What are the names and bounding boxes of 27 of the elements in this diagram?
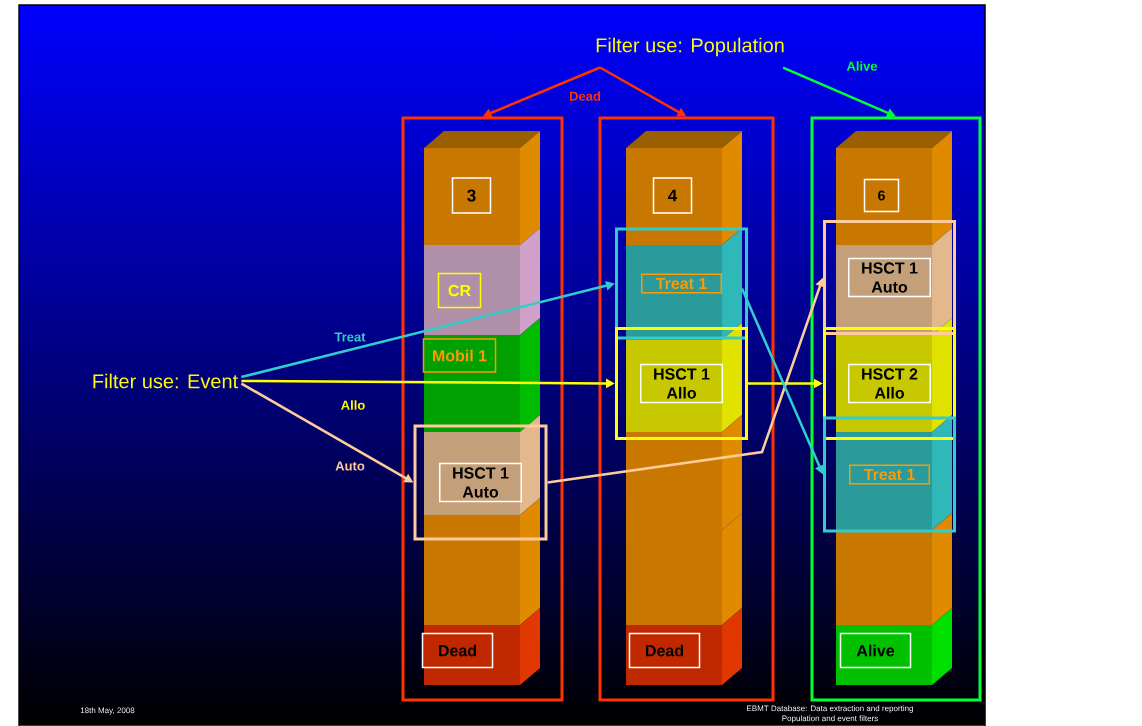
edge-label: Alive (846, 61, 878, 71)
segment-label: Dead (628, 632, 701, 669)
filter-title: Filter use: Event (93, 373, 238, 389)
footer-text: EBMT Database: Data extraction and reporting (747, 705, 913, 713)
highlight-frame: HSCT 1 Allo (615, 327, 748, 440)
segment-label: 3 (451, 177, 492, 214)
segment-label: CR (437, 272, 482, 309)
edge-label: Dead (570, 91, 601, 101)
segment-label: Dead (421, 632, 494, 669)
group-frame (598, 116, 775, 702)
highlight-frame: Treat 1 (615, 227, 748, 340)
segment-label: 4 (652, 177, 693, 214)
segment-label: Alive (839, 632, 912, 669)
group-frame (810, 116, 982, 702)
segment-label: Mobil 1 (422, 338, 497, 373)
highlight-frame: Treat 1 (823, 416, 956, 533)
edge-label: Allo (341, 400, 365, 410)
edge-label: Treat (334, 332, 366, 342)
segment-label: 6 (863, 178, 900, 213)
footer-text: 18th May, 2008 (80, 707, 135, 715)
group-frame (401, 116, 564, 702)
highlight-frame: HSCT 1 Auto (413, 424, 548, 541)
edge-label: Auto (335, 461, 365, 471)
footer-text: Population and event filters (782, 715, 878, 723)
highlight-frame: HSCT 1 Auto (823, 220, 956, 335)
highlight-frame: HSCT 2 Allo (823, 327, 956, 440)
filter-title: Filter use: Population (596, 37, 784, 57)
